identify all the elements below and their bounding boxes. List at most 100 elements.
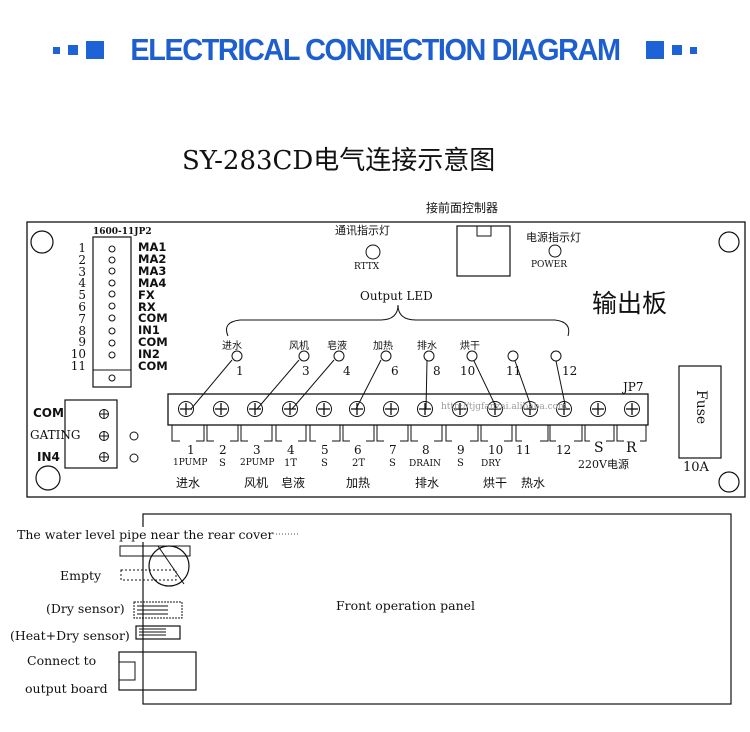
dry-sensor xyxy=(133,601,183,619)
empty-slot xyxy=(120,569,177,581)
jp2-number: 3 xyxy=(78,264,86,279)
jp2-pin-label: COM xyxy=(138,335,168,350)
led-number: 11 xyxy=(506,364,522,378)
terminal-sublabel: 220V电源 xyxy=(578,458,629,471)
front-operation-panel xyxy=(142,513,732,705)
led-number: 1 xyxy=(236,364,244,378)
dry-sensor-label: (Dry sensor) xyxy=(46,601,125,616)
output-leds xyxy=(231,350,562,362)
terminal-sublabel: 1PUMP xyxy=(173,458,208,468)
led-label: 烘干 xyxy=(460,341,480,352)
terminal-number: 1 xyxy=(187,443,195,457)
terminal-number: 3 xyxy=(253,443,261,457)
fuse-label: Fuse xyxy=(693,390,709,425)
terminal-sublabel: DRAIN xyxy=(409,459,441,469)
led-number: 4 xyxy=(343,364,351,378)
terminal-screws xyxy=(178,401,640,417)
jp2-pin-label: COM xyxy=(138,359,168,374)
led-label: 加热 xyxy=(373,341,393,352)
jp2-connector xyxy=(92,236,132,388)
group-label: 热水 xyxy=(521,476,546,490)
jp2-pin-label: MA1 xyxy=(138,240,167,254)
mount-hole xyxy=(35,465,61,491)
fuse-rating: 10A xyxy=(683,460,709,475)
terminal-sublabel: S xyxy=(321,458,328,469)
heat-dry-sensor-label: (Heat+Dry sensor) xyxy=(10,628,130,643)
led-number: 8 xyxy=(433,364,441,378)
jp2-pin-label: IN1 xyxy=(138,323,160,338)
terminal-sublabel: S xyxy=(457,458,464,469)
jp2-number: 11 xyxy=(70,358,86,373)
water-pipe-label: The water level pipe near the rear cover xyxy=(17,527,274,542)
square-icon xyxy=(645,41,664,59)
jp2-number-column: 1 2 3 4 5 6 7 8 9 10 11 xyxy=(60,241,86,373)
led-number: 6 xyxy=(391,364,399,378)
led-leader-lines xyxy=(190,359,567,410)
terminal-number: S xyxy=(594,440,604,456)
jp7-label: JP7 xyxy=(623,380,644,394)
led-label: 皂液 xyxy=(327,341,347,352)
led-label: 风机 xyxy=(289,341,309,352)
output-led-brace xyxy=(226,304,570,337)
jp2-pin-column: MA1 MA2 MA3 MA4 FX RX COM IN1 COM IN2 CO… xyxy=(138,240,168,374)
jp2-number: 4 xyxy=(78,276,86,291)
square-icon xyxy=(53,46,60,54)
group-label: 加热 xyxy=(346,476,371,490)
terminal-sublabel: 2PUMP xyxy=(240,458,275,468)
mount-hole xyxy=(718,471,740,493)
jp2-pin-label: MA4 xyxy=(138,275,167,290)
left-terminal-block xyxy=(64,399,118,469)
group-label: 烘干 xyxy=(483,476,508,490)
jp2-number: 5 xyxy=(78,288,86,303)
jp2-number: 1 xyxy=(78,241,86,255)
terminal-number: 8 xyxy=(422,443,430,457)
comm-led-code: RTTX xyxy=(354,262,380,272)
connect-to-label: Connect to xyxy=(27,653,97,668)
jp2-pin-label: COM xyxy=(138,311,168,326)
banner-title: ELECTRICAL CONNECTION DIAGRAM xyxy=(130,32,621,67)
output-board-outline xyxy=(26,221,746,498)
jp2-pin-label: MA3 xyxy=(138,263,167,278)
power-led-label: 电源指示灯 xyxy=(526,231,581,244)
output-board-link-label: output board xyxy=(25,681,108,696)
terminal-sublabel: S xyxy=(389,458,396,469)
terminal-number: 2 xyxy=(219,443,227,457)
left-terminal-com: COM xyxy=(33,406,64,420)
terminal-block xyxy=(167,393,649,426)
terminal-number: 9 xyxy=(457,443,465,457)
jp2-label: 1600-11JP2 xyxy=(93,227,152,237)
jp2-number: 7 xyxy=(78,311,86,326)
output-board-connector xyxy=(118,651,197,691)
jp2-pin-label: FX xyxy=(138,287,155,302)
led-number: 3 xyxy=(302,364,310,378)
led-label: 排水 xyxy=(417,341,437,352)
jp2-pin-label: MA2 xyxy=(138,251,167,266)
terminal-number: 7 xyxy=(389,443,397,457)
jp2-number: 10 xyxy=(70,347,86,362)
square-icon xyxy=(68,45,78,55)
group-label: 排水 xyxy=(415,476,440,490)
left-terminal-gating: GATING xyxy=(30,428,81,442)
group-label: 风机 xyxy=(244,476,269,490)
front-panel-connector xyxy=(456,225,511,277)
terminal-number: 4 xyxy=(287,443,295,457)
power-led xyxy=(548,244,562,258)
water-level-sensor xyxy=(148,545,190,587)
group-label: 皂液 xyxy=(281,476,306,490)
fuse xyxy=(678,365,722,459)
square-icon xyxy=(671,45,682,55)
square-icon xyxy=(689,46,697,54)
jp2-number: 9 xyxy=(78,335,86,350)
terminal-sublabel: DRY xyxy=(481,459,501,469)
front-operation-panel-label: Front operation panel xyxy=(336,598,476,613)
terminal-sublabel: 1T xyxy=(284,458,298,469)
terminal-sublabel: S xyxy=(219,458,226,469)
led-number: 12 xyxy=(562,364,578,378)
watermark: http://tjgfanzai.alibaba.com xyxy=(441,402,567,412)
jp2-pin-holes xyxy=(108,245,116,382)
comm-led xyxy=(365,244,381,260)
terminal-number: 6 xyxy=(354,443,362,457)
front-panel-label: 接前面控制器 xyxy=(426,201,499,215)
header-banner: ELECTRICAL CONNECTION DIAGRAM xyxy=(0,28,750,72)
empty-label: Empty xyxy=(60,568,102,583)
